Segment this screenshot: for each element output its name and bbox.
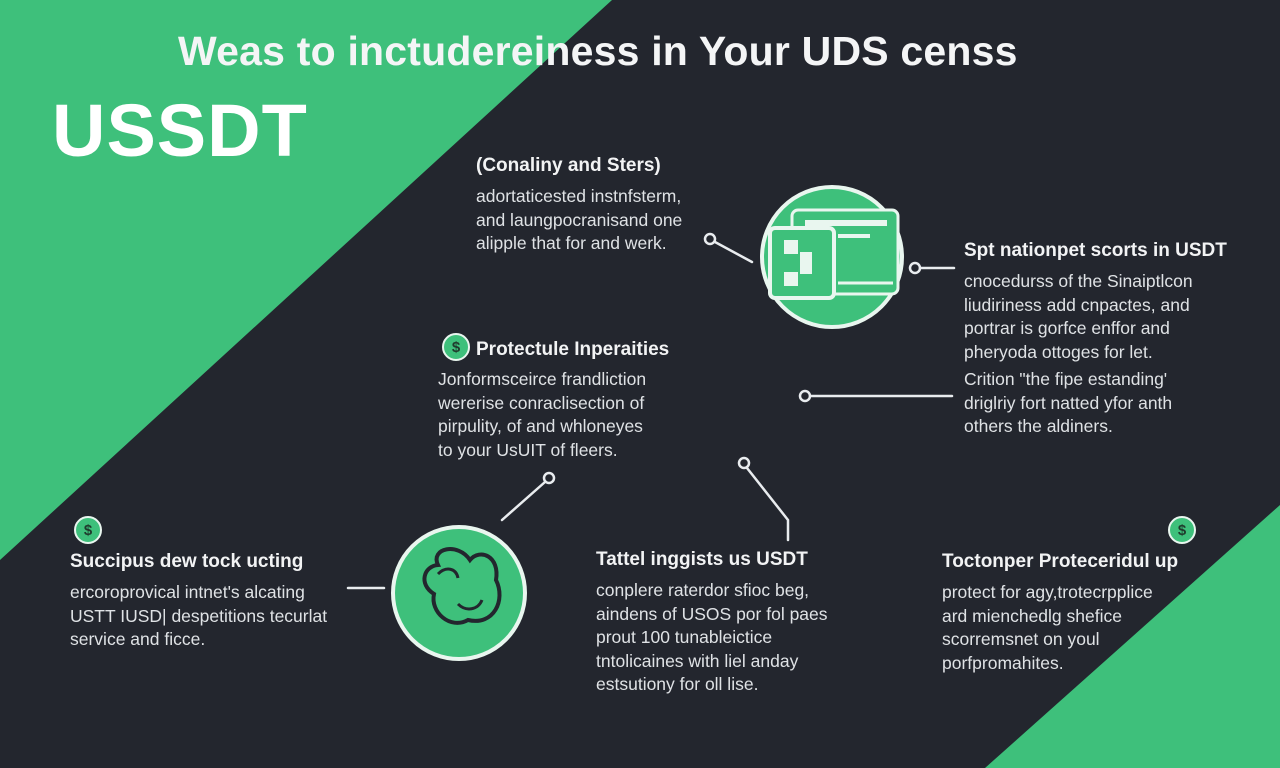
dollar-coin-icon: $ (442, 333, 470, 361)
block-line: and laungpocranisand one (476, 209, 683, 230)
block-line: ard mienchedlg shefice (942, 605, 1122, 626)
block-crition: Crition "the fipe estanding' driglriy fo… (964, 368, 1172, 439)
block-line: Jonformsceirce frandliction (438, 369, 647, 389)
block-line: protect for agy,trotecrpplice (942, 582, 1153, 602)
block-line: pirpulity, of and whloneyes (438, 416, 643, 436)
block-line: aindens of USOS por fol paes (596, 603, 828, 624)
main-title: Weas to inctudereiness in Your UDS censs (178, 28, 1018, 74)
connector-line (713, 240, 754, 264)
block-heading: (Conaliny and Sters) (476, 155, 661, 176)
block-protecule-body: Jonformsceirce frandliction wererise con… (438, 368, 646, 462)
block-line: prout 100 tunableictice (596, 627, 773, 647)
block-line: ercoroprovical intnet's alcating (70, 582, 305, 602)
block-line: conplere raterdor sfioc beg, (596, 580, 810, 600)
block-line: service and ficce. (70, 629, 206, 649)
block-line: driglriy fort natted yfor anth (964, 392, 1173, 413)
block-toctonper: Toctonper Proteceridul up protect for ag… (942, 551, 1178, 675)
wallet-window-icon (760, 185, 904, 329)
block-line: portrar is gorfce enffor and (964, 318, 1170, 338)
block-line: USTT IUSD| despetitions tecurlat (70, 605, 328, 626)
block-heading: Succipus dew tock ucting (70, 551, 304, 572)
connector-dot (908, 261, 922, 275)
block-line: scorremsnet on youl (942, 629, 1100, 649)
block-line: estsutiony for oll lise. (596, 674, 759, 694)
block-line: to your UsUIT of fleers. (438, 439, 618, 460)
block-heading: Toctonper Proteceridul up (942, 551, 1179, 572)
block-conality: (Conaliny and Sters) adortaticested inst… (476, 155, 682, 256)
block-line: alipple that for and werk. (476, 233, 667, 253)
block-line: liudiriness add cnpactes, and (964, 294, 1190, 315)
dollar-coin-icon: $ (74, 516, 102, 544)
bottom-right-green-triangle (985, 505, 1280, 768)
dollar-coin-icon: $ (1168, 516, 1196, 544)
connector-dot (703, 232, 717, 246)
block-spt: Spt nationpet scorts in USDT cnocedurss … (964, 240, 1227, 364)
block-line: cnocedurss of the Sinaiptlcon (964, 271, 1193, 291)
block-line: Crition "the fipe estanding' (964, 369, 1168, 389)
block-succipus: Succipus dew tock ucting ercoroprovical … (70, 551, 327, 652)
block-heading: Protectule Inperaities (476, 339, 670, 360)
top-left-green-triangle (0, 0, 612, 560)
block-line: pheryoda ottoges for let. (964, 341, 1153, 362)
block-protecule-heading: Protectule Inperaities (476, 339, 669, 369)
connector-dot (542, 471, 556, 485)
block-line: tntolicaines with liel anday (596, 650, 799, 671)
block-line: others the aldiners. (964, 416, 1113, 436)
connector-dot (798, 389, 812, 403)
connector-line (745, 466, 790, 542)
block-heading: Spt nationpet scorts in USDT (964, 240, 1227, 261)
connector-line (500, 480, 547, 522)
block-tattel: Tattel inggists us USDT conplere raterdo… (596, 549, 828, 697)
block-line: wererise conraclisection of (438, 392, 645, 413)
connector-dot (737, 456, 751, 470)
block-line: adortaticested instnfsterm, (476, 186, 682, 206)
block-line: porfpromahites. (942, 652, 1064, 673)
face-swirl-icon (391, 525, 527, 661)
block-heading: Tattel inggists us USDT (596, 549, 808, 570)
brand-wordmark: USSDT (52, 89, 308, 172)
